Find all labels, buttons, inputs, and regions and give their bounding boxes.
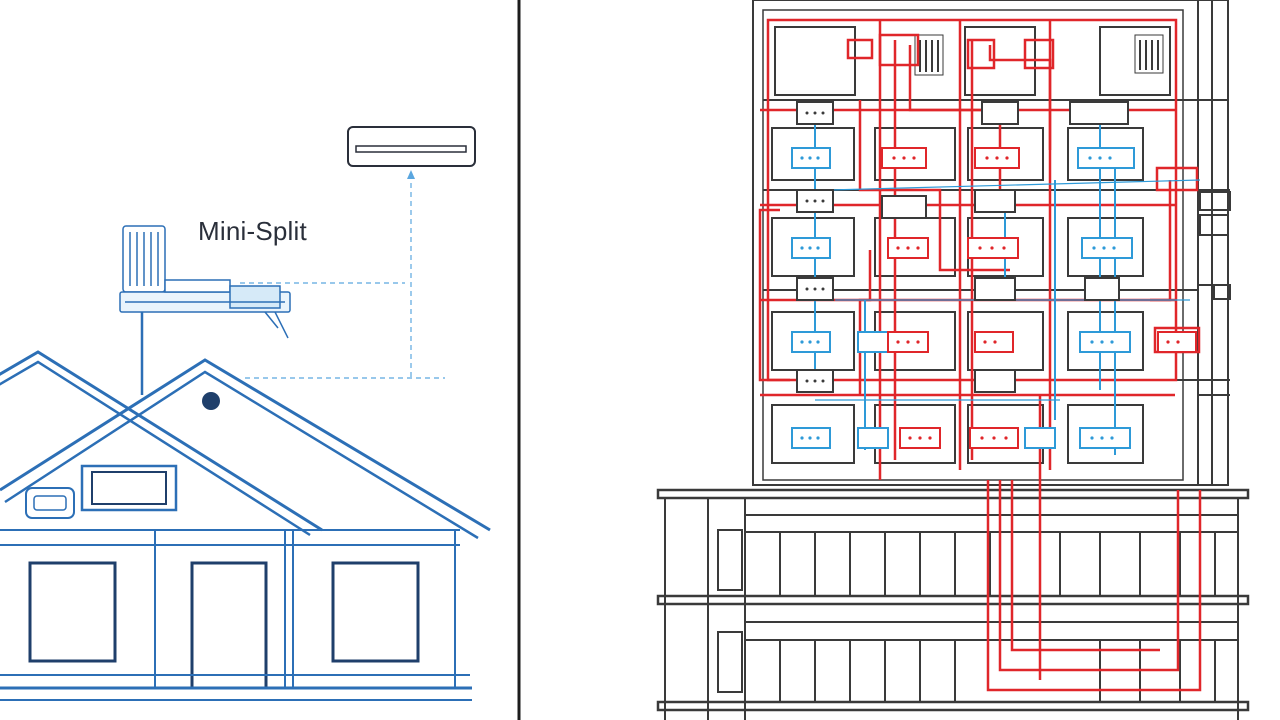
- outdoor-condenser-icon: [119, 225, 291, 339]
- right-panel: [656, 0, 1250, 720]
- zone-controllers: [791, 101, 1197, 449]
- left-panel: Mini-Split: [0, 126, 491, 701]
- mini-split-label: Mini-Split: [198, 216, 307, 246]
- indoor-unit-icon: [347, 126, 476, 167]
- arrow-up-icon: [407, 170, 415, 179]
- house-icon: [0, 350, 491, 701]
- building-icon: [656, 0, 1250, 720]
- refrigerant-line: [240, 174, 445, 379]
